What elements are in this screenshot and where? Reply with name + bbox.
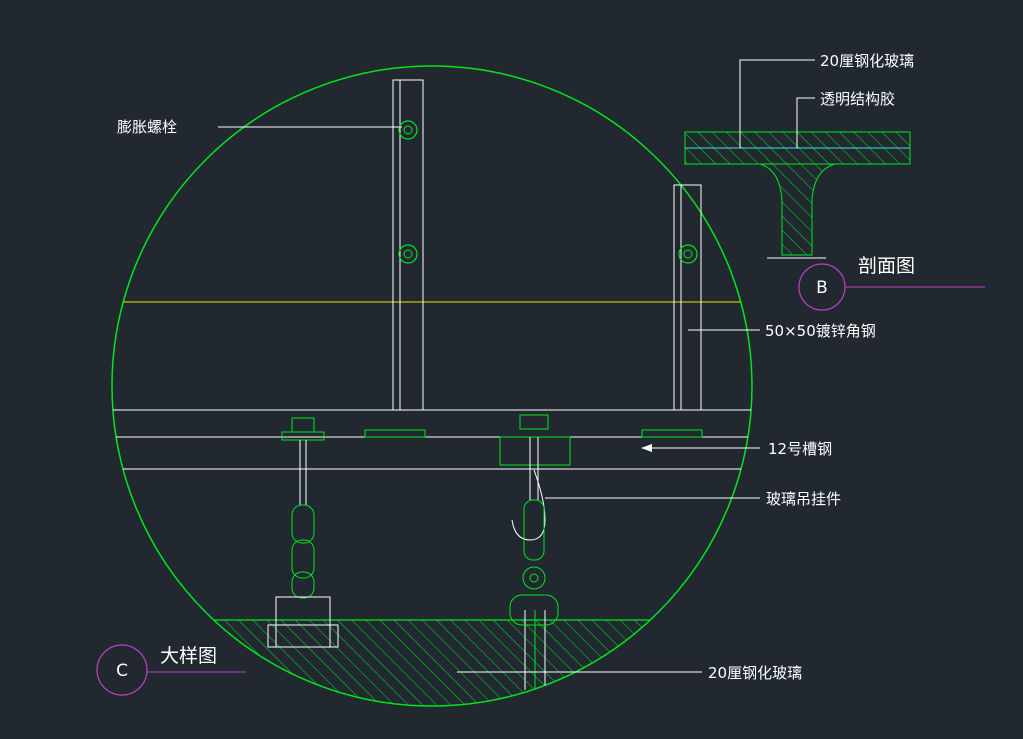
label-structural-glue: 透明结构胶 bbox=[820, 90, 895, 108]
detail-c-letter: C bbox=[116, 661, 128, 681]
detail-c-bubble bbox=[96, 644, 148, 696]
section-b-letter: B bbox=[816, 278, 828, 298]
label-tempered-glass-bottom: 20厘钢化玻璃 bbox=[708, 664, 802, 682]
angle-steel-left bbox=[392, 79, 424, 411]
expansion-bolt-right bbox=[678, 244, 698, 264]
leader-glue bbox=[796, 97, 815, 148]
angle-steel-right bbox=[673, 184, 702, 411]
base-plate-right bbox=[641, 429, 703, 438]
glass-slab-hatch bbox=[112, 620, 752, 706]
section-b-title: 剖面图 bbox=[858, 255, 915, 277]
base-plate-left bbox=[364, 429, 426, 438]
expansion-bolt-upper bbox=[398, 120, 418, 140]
label-angle-steel: 50×50镀锌角钢 bbox=[765, 322, 876, 340]
label-channel-steel: 12号槽钢 bbox=[768, 440, 832, 458]
expansion-bolt-lower bbox=[398, 244, 418, 264]
section-b-detail bbox=[684, 131, 911, 259]
leader-glass-top bbox=[739, 59, 815, 148]
label-tempered-glass-top: 20厘钢化玻璃 bbox=[820, 52, 914, 70]
hanger-left bbox=[267, 417, 339, 648]
label-expansion-bolt: 膨胀螺栓 bbox=[117, 118, 177, 136]
arrow-channel bbox=[641, 444, 652, 452]
detail-c-title: 大样图 bbox=[160, 645, 217, 667]
label-glass-hanger: 玻璃吊挂件 bbox=[766, 490, 841, 508]
detail-boundary-circle bbox=[111, 65, 753, 707]
glass-hanger-center bbox=[499, 414, 571, 626]
